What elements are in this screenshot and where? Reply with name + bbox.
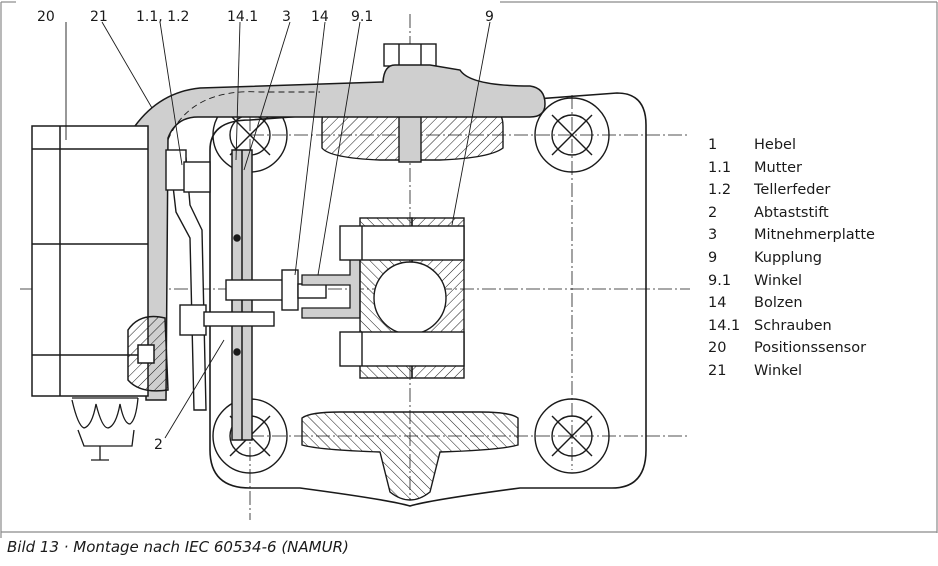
legend-label: Winkel [754, 272, 803, 289]
yoke-bottom-section [301, 411, 519, 501]
legend-label: Abtaststift [754, 204, 829, 221]
lever-assembly [165, 149, 211, 411]
legend-row: 14 Bolzen [708, 295, 908, 318]
legend-row: 21 Winkel [708, 363, 908, 386]
callout-20: 20 [37, 9, 55, 25]
legend-number: 1.2 [708, 182, 732, 199]
legend-row: 9 Kupplung [708, 250, 908, 273]
bolt-14 [203, 269, 327, 327]
legend-row: 1.2 Tellerfeder [708, 182, 908, 205]
legend-label: Tellerfeder [754, 182, 831, 199]
legend-label: Kupplung [754, 249, 822, 266]
callout-1-1-1-2: 1.1, 1.2 [136, 9, 190, 25]
coupling-9 [339, 217, 465, 379]
legend-number: 20 [708, 340, 727, 357]
legend-number: 1 [708, 137, 718, 153]
legend-label: Hebel [754, 137, 796, 153]
mounting-plate [209, 92, 647, 507]
legend-row: 1.1 Mutter [708, 160, 908, 183]
figure-caption: Bild 13 · Montage nach IEC 60534-6 (NAMU… [7, 538, 349, 556]
leader-lines [65, 21, 491, 439]
legend-row: 20 Positionssensor [708, 340, 908, 363]
corner-bosses [212, 97, 610, 474]
position-sensor-20 [31, 125, 169, 397]
legend-row: 9.1 Winkel [708, 273, 908, 296]
callout-9-1: 9.1 [351, 9, 374, 25]
legend-number: 14 [708, 295, 727, 312]
legend-number: 9 [708, 249, 718, 266]
legend-number: 21 [708, 362, 727, 379]
legend-number: 1.1 [708, 159, 732, 176]
legend-label: Mutter [754, 159, 802, 176]
legend-row: 1 Hebel [708, 137, 908, 160]
legend-number: 2 [708, 204, 718, 221]
legend-row: 14.1 Schrauben [708, 318, 908, 341]
angle-bracket-21 [133, 64, 546, 401]
callout-3: 3 [282, 9, 291, 25]
legend-label: Mitnehmerplatte [754, 227, 875, 244]
legend-row: 2 Abtaststift [708, 205, 908, 228]
bracket-dashed-outline [167, 91, 320, 141]
angle-9-1 [301, 254, 361, 319]
callout-9: 9 [485, 9, 494, 25]
callout-2: 2 [154, 437, 163, 453]
callout-14-1: 14.1 [227, 9, 259, 25]
figure-border [0, 1, 938, 538]
sensor-knob [71, 397, 139, 461]
legend-number: 9.1 [708, 272, 732, 289]
legend-label: Schrauben [754, 317, 832, 334]
legend-label: Bolzen [754, 295, 803, 312]
parts-legend: 1 Hebel 1.1 Mutter 1.2 Tellerfeder 2 Abtasts… [708, 137, 908, 386]
legend-number: 3 [708, 227, 718, 244]
legend-number: 14.1 [708, 317, 741, 334]
legend-label: Winkel [754, 362, 803, 379]
legend-row: 3 Mitnehmerplatte [708, 227, 908, 250]
legend-label: Positionssensor [754, 340, 867, 357]
callout-14: 14 [311, 9, 329, 25]
callout-21: 21 [90, 9, 108, 25]
